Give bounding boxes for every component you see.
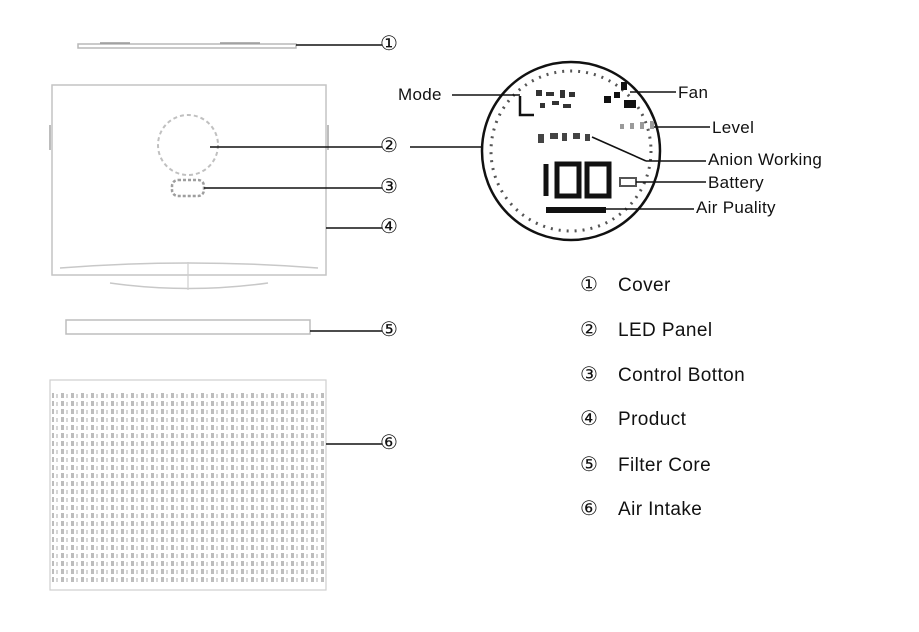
legend-label: Product bbox=[618, 409, 687, 430]
legend-item-product: ④ Product bbox=[580, 406, 686, 431]
legend-number: ③ bbox=[580, 364, 599, 386]
callout-5: ⑤ bbox=[380, 319, 398, 341]
legend-label: Control Botton bbox=[618, 365, 746, 386]
callout-4: ④ bbox=[380, 216, 398, 238]
legend-number: ⑥ bbox=[580, 498, 599, 520]
callout-2: ② bbox=[380, 135, 398, 157]
label-air-quality: Air Puality bbox=[696, 198, 776, 217]
label-battery: Battery bbox=[708, 173, 764, 192]
label-fan: Fan bbox=[678, 83, 709, 102]
filter-core-part bbox=[65, 319, 311, 335]
legend-number: ② bbox=[580, 319, 599, 341]
label-level: Level bbox=[712, 118, 755, 137]
legend-label: Cover bbox=[618, 275, 671, 296]
legend-item-cover: ① Cover bbox=[580, 272, 671, 297]
legend-number: ① bbox=[580, 274, 599, 296]
legend-item-air-intake: ⑥ Air Intake bbox=[580, 496, 702, 521]
pointer-anion bbox=[591, 136, 647, 162]
legend-label: Filter Core bbox=[618, 455, 712, 476]
legend-item-filter-core: ⑤ Filter Core bbox=[580, 452, 711, 477]
legend-number: ⑤ bbox=[580, 454, 599, 476]
callout-6: ⑥ bbox=[380, 432, 398, 454]
label-anion-working: Anion Working bbox=[708, 150, 823, 169]
callout-1: ① bbox=[380, 33, 398, 55]
led-panel-part bbox=[157, 114, 219, 176]
legend-number: ④ bbox=[580, 408, 599, 430]
legend-label: LED Panel bbox=[618, 320, 713, 341]
label-mode: Mode bbox=[398, 85, 442, 104]
air-intake-part bbox=[49, 379, 327, 591]
led-display-zoom bbox=[480, 60, 662, 242]
callout-3: ③ bbox=[380, 176, 398, 198]
legend-item-control-button: ③ Control Botton bbox=[580, 362, 745, 387]
legend-label: Air Intake bbox=[618, 499, 703, 520]
cover-part bbox=[77, 42, 297, 49]
legend-item-led-panel: ② LED Panel bbox=[580, 317, 712, 342]
